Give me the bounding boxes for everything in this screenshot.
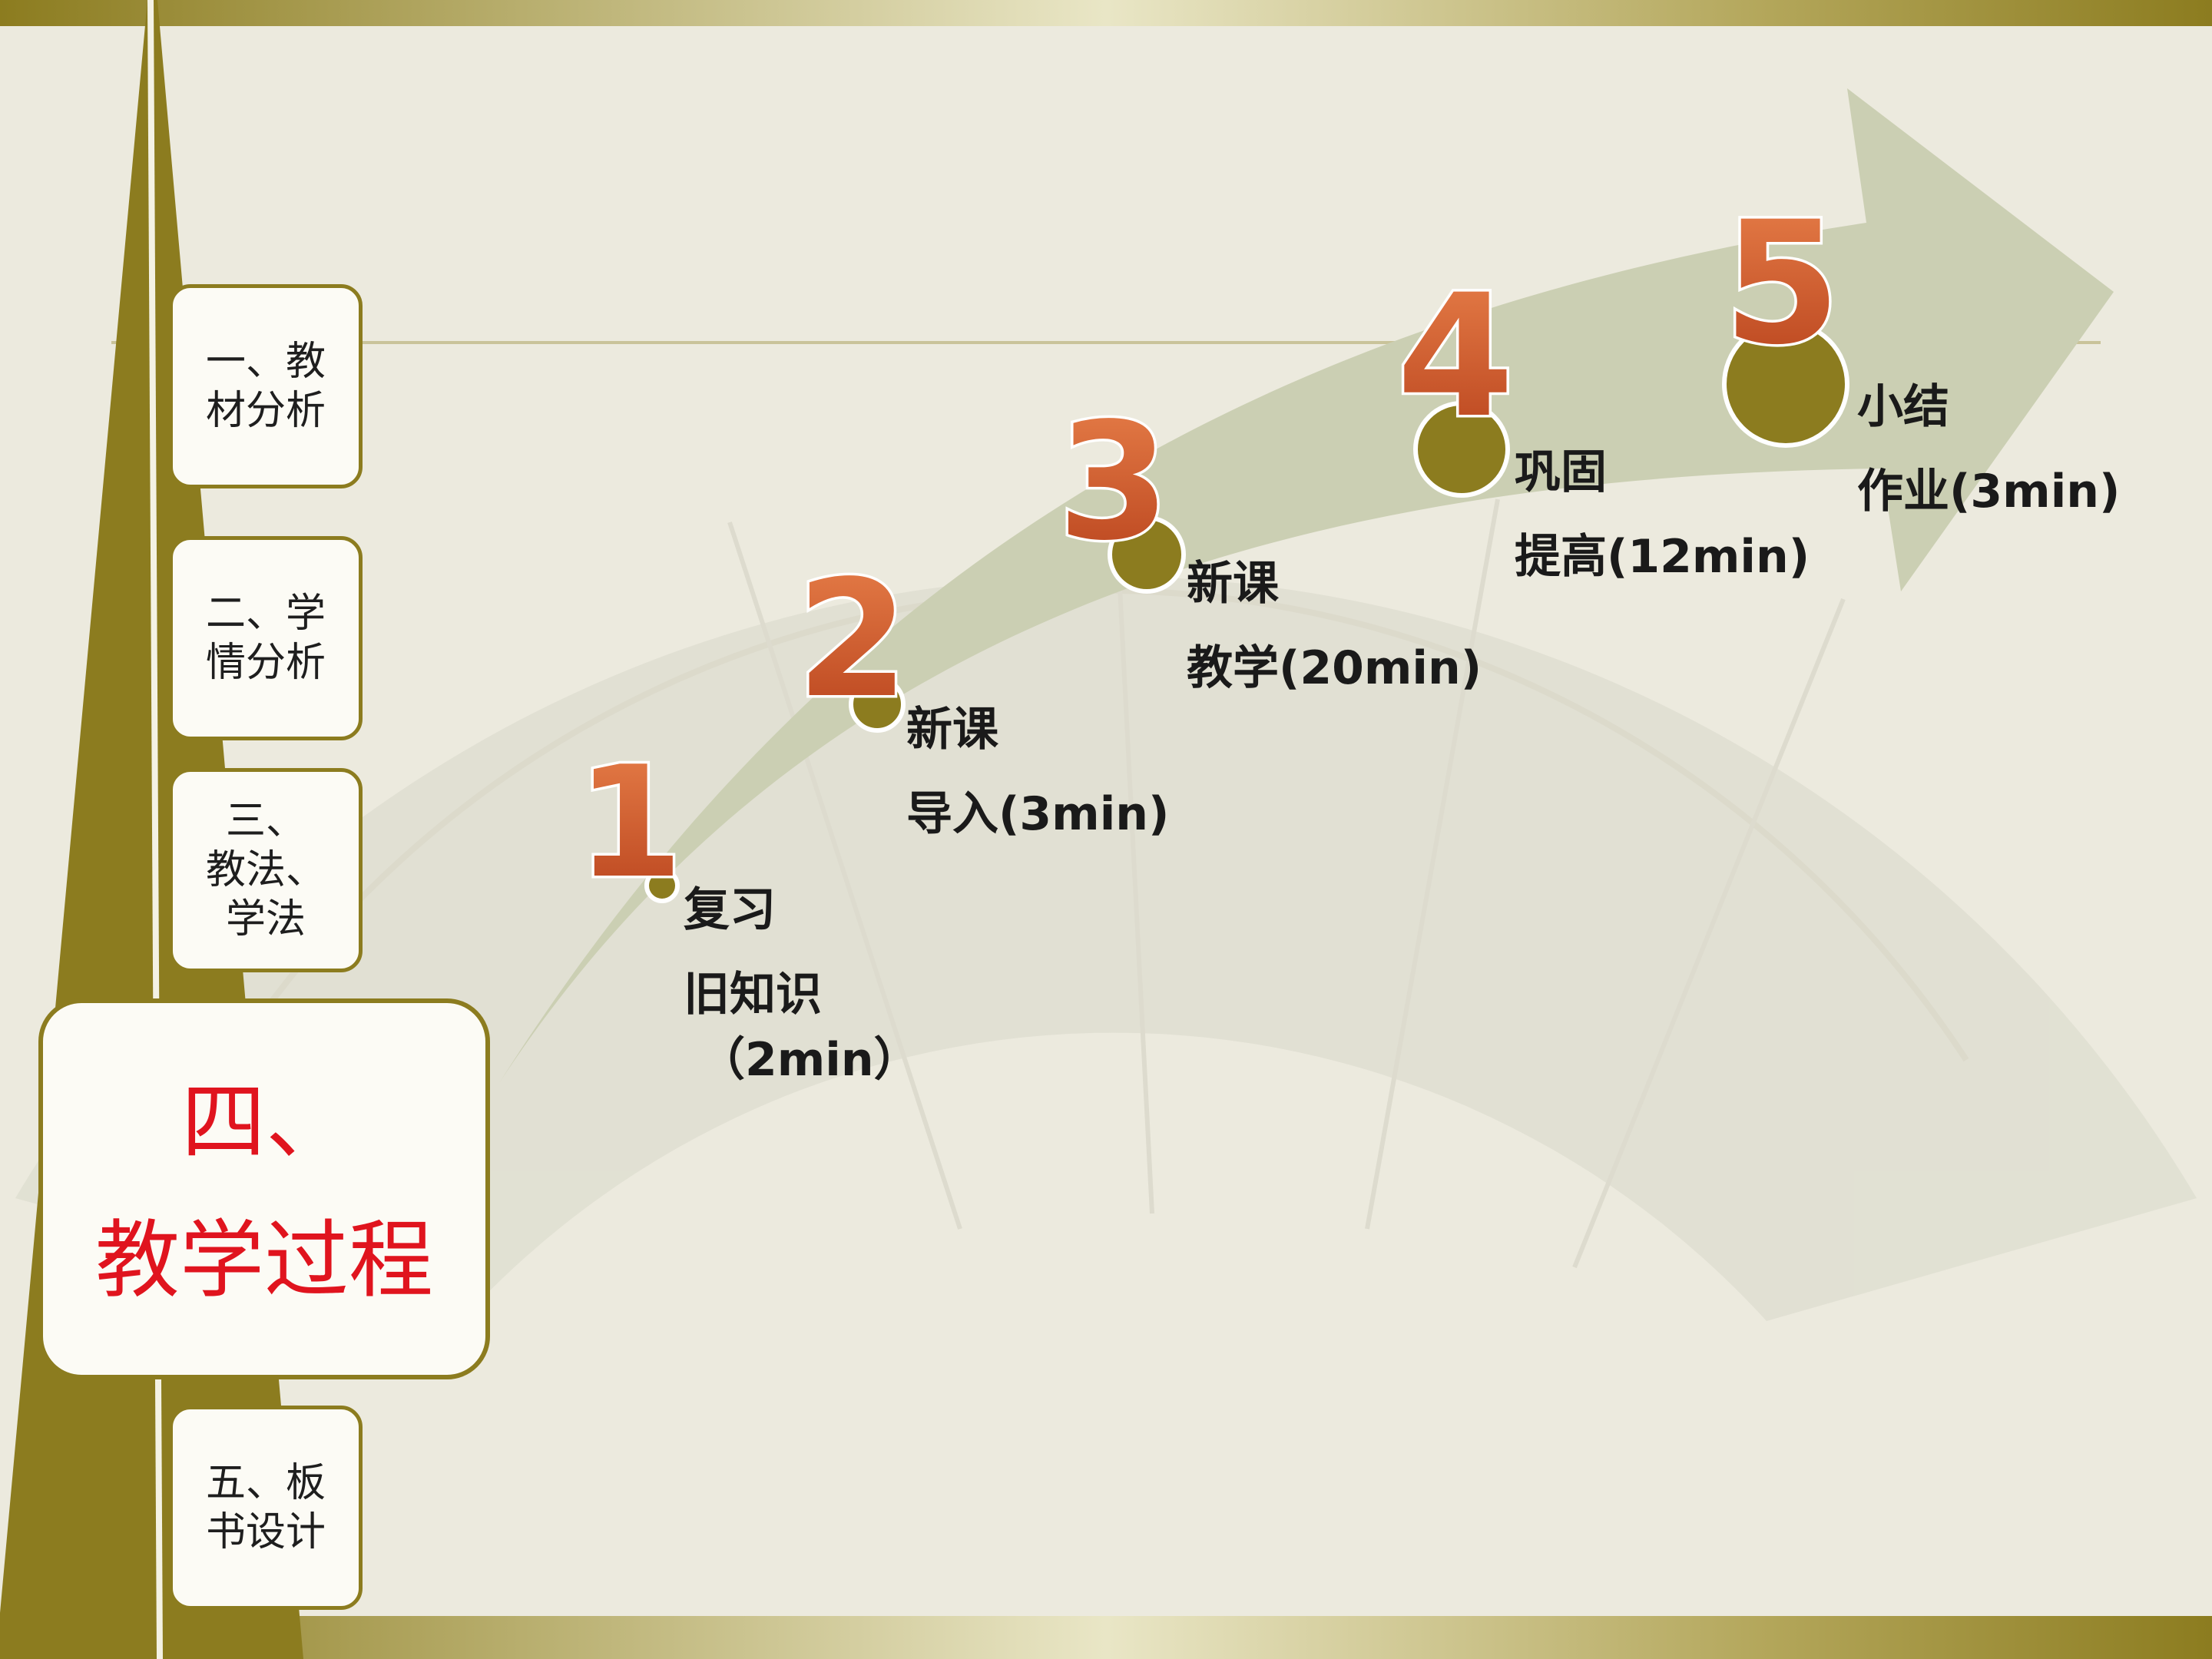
step-2-line1: 新课: [906, 703, 998, 757]
step-1-circle: [644, 868, 680, 903]
step-5-number: 5: [1723, 185, 1840, 382]
nav-active-title: 教学过程: [95, 1211, 433, 1310]
step-1-label: 复习 旧知识 （2min）: [684, 868, 920, 1083]
step-4-number: 4: [1396, 258, 1514, 455]
step-2-label: 新课 导入(3min): [906, 687, 1169, 856]
step-3-line1: 新课: [1187, 557, 1279, 611]
nav-item-board-design[interactable]: 五、板 书设计: [169, 1406, 363, 1610]
step-1-line2: 旧知识: [684, 968, 822, 1022]
step-2-number: 2: [796, 545, 909, 733]
nav-item-label: 三、 教法、 学法: [205, 798, 326, 942]
step-5-line1: 小结: [1857, 380, 1949, 434]
step-5-line2: 作业(3min): [1857, 465, 2121, 518]
nav-item-teaching-methods[interactable]: 三、 教法、 学法: [169, 768, 363, 972]
step-1-number: 1: [576, 733, 683, 912]
step-3-number: 3: [1058, 388, 1170, 576]
fan-decoration: [15, 468, 2197, 1321]
step-4-label: 巩固 提高(12min): [1515, 430, 1810, 599]
step-4-circle: [1413, 401, 1510, 498]
nav-item-label: 五、板 书设计: [205, 1460, 326, 1555]
step-1-line1: 复习: [684, 883, 776, 937]
step-3-circle: [1108, 515, 1186, 594]
bottom-bar: [0, 1616, 2212, 1659]
step-4-line2: 提高(12min): [1515, 530, 1810, 584]
top-bar: [0, 0, 2212, 26]
step-1-line3: （2min）: [699, 1033, 920, 1087]
nav-item-label: 二、学 情分析: [205, 591, 326, 686]
step-4-line1: 巩固: [1515, 445, 1607, 499]
nav-item-textbook-analysis[interactable]: 一、教 材分析: [169, 284, 363, 488]
nav-item-label: 一、教 材分析: [205, 339, 326, 434]
nav-item-student-analysis[interactable]: 二、学 情分析: [169, 536, 363, 740]
step-5-circle: [1722, 320, 1849, 448]
step-2-line2: 导入(3min): [906, 787, 1170, 841]
nav-active-number: 四、: [181, 1073, 350, 1171]
step-3-label: 新课 教学(20min): [1187, 541, 1482, 710]
progress-arrow: [499, 88, 2114, 1083]
nav-item-teaching-process[interactable]: 四、 教学过程: [38, 998, 490, 1379]
step-2-circle: [849, 676, 906, 733]
step-3-line2: 教学(20min): [1187, 641, 1482, 695]
step-5-label: 小结 作业(3min): [1857, 365, 2120, 534]
